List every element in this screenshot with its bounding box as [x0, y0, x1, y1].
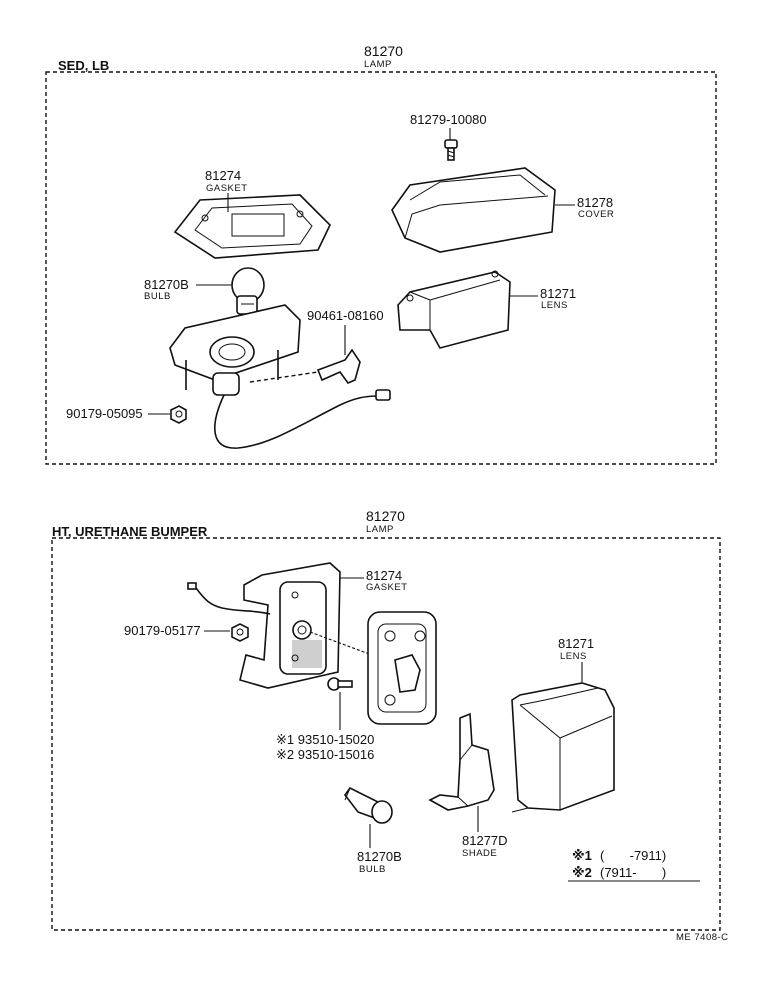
shade-icon	[428, 712, 495, 811]
part-number: 81279-10080	[410, 112, 487, 127]
lamp-housing-icon	[169, 304, 391, 449]
top-assembly-number: 81270	[364, 43, 403, 59]
bottom-section-border	[51, 537, 721, 931]
note-mark: ※2	[572, 865, 592, 880]
figure-code: ME 7408-C	[676, 932, 729, 943]
part-number: 81270B	[357, 849, 402, 864]
gasket-icon	[173, 194, 331, 259]
notes-box: ※1 ( -7911) ※2 (7911- )	[568, 848, 700, 882]
bulb-icon	[231, 267, 265, 315]
part-name: GASKET	[206, 183, 248, 194]
part-number: 81274	[205, 168, 241, 183]
top-assembly-name: LAMP	[364, 59, 392, 70]
part-number: 81271	[540, 286, 576, 301]
screw-93510-icon	[327, 677, 353, 691]
part-number: 81278	[577, 195, 613, 210]
part-number: 90179-05095	[66, 406, 143, 421]
note-range: ( -7911)	[600, 848, 666, 863]
bottom-section: HT, URETHANE BUMPER 81270 LAMP 81274 GAS…	[51, 508, 729, 943]
screw-81279-icon	[444, 139, 458, 161]
bottom-assembly-number: 81270	[366, 508, 405, 524]
part-number: ※1 93510-15020	[276, 732, 374, 747]
lens-icon	[511, 682, 615, 813]
part-number: 81271	[558, 636, 594, 651]
part-number: 90461-08160	[307, 308, 384, 323]
part-name: LENS	[560, 651, 587, 662]
part-number: 81270B	[144, 277, 189, 292]
part-name: BULB	[359, 864, 386, 875]
cover-icon	[391, 167, 556, 253]
bulb-icon	[344, 786, 393, 824]
nut-icon	[170, 405, 187, 424]
part-name: SHADE	[462, 848, 497, 859]
part-name: GASKET	[366, 582, 408, 593]
part-number: 81277D	[462, 833, 508, 848]
note-mark: ※1	[572, 848, 592, 863]
part-number: 81274	[366, 568, 402, 583]
part-name: BULB	[144, 291, 171, 302]
note-range: (7911- )	[600, 865, 666, 880]
lens-icon	[397, 270, 511, 349]
top-section: SED, LB 81270 LAMP 81279-10080 81274 GAS…	[45, 43, 717, 465]
clip-icon	[249, 348, 361, 384]
nut-icon	[231, 623, 249, 642]
wire-connector-icon	[187, 582, 373, 656]
part-name: LENS	[541, 300, 568, 311]
part-number: ※2 93510-15016	[276, 747, 374, 762]
socket-plate-icon	[367, 611, 437, 725]
top-section-label: SED, LB	[58, 58, 109, 73]
gasket-icon	[239, 562, 341, 689]
top-section-border	[45, 71, 717, 465]
bottom-section-label: HT, URETHANE BUMPER	[52, 524, 208, 539]
part-name: COVER	[578, 209, 614, 220]
bottom-assembly-name: LAMP	[366, 524, 394, 535]
part-number: 90179-05177	[124, 623, 201, 638]
